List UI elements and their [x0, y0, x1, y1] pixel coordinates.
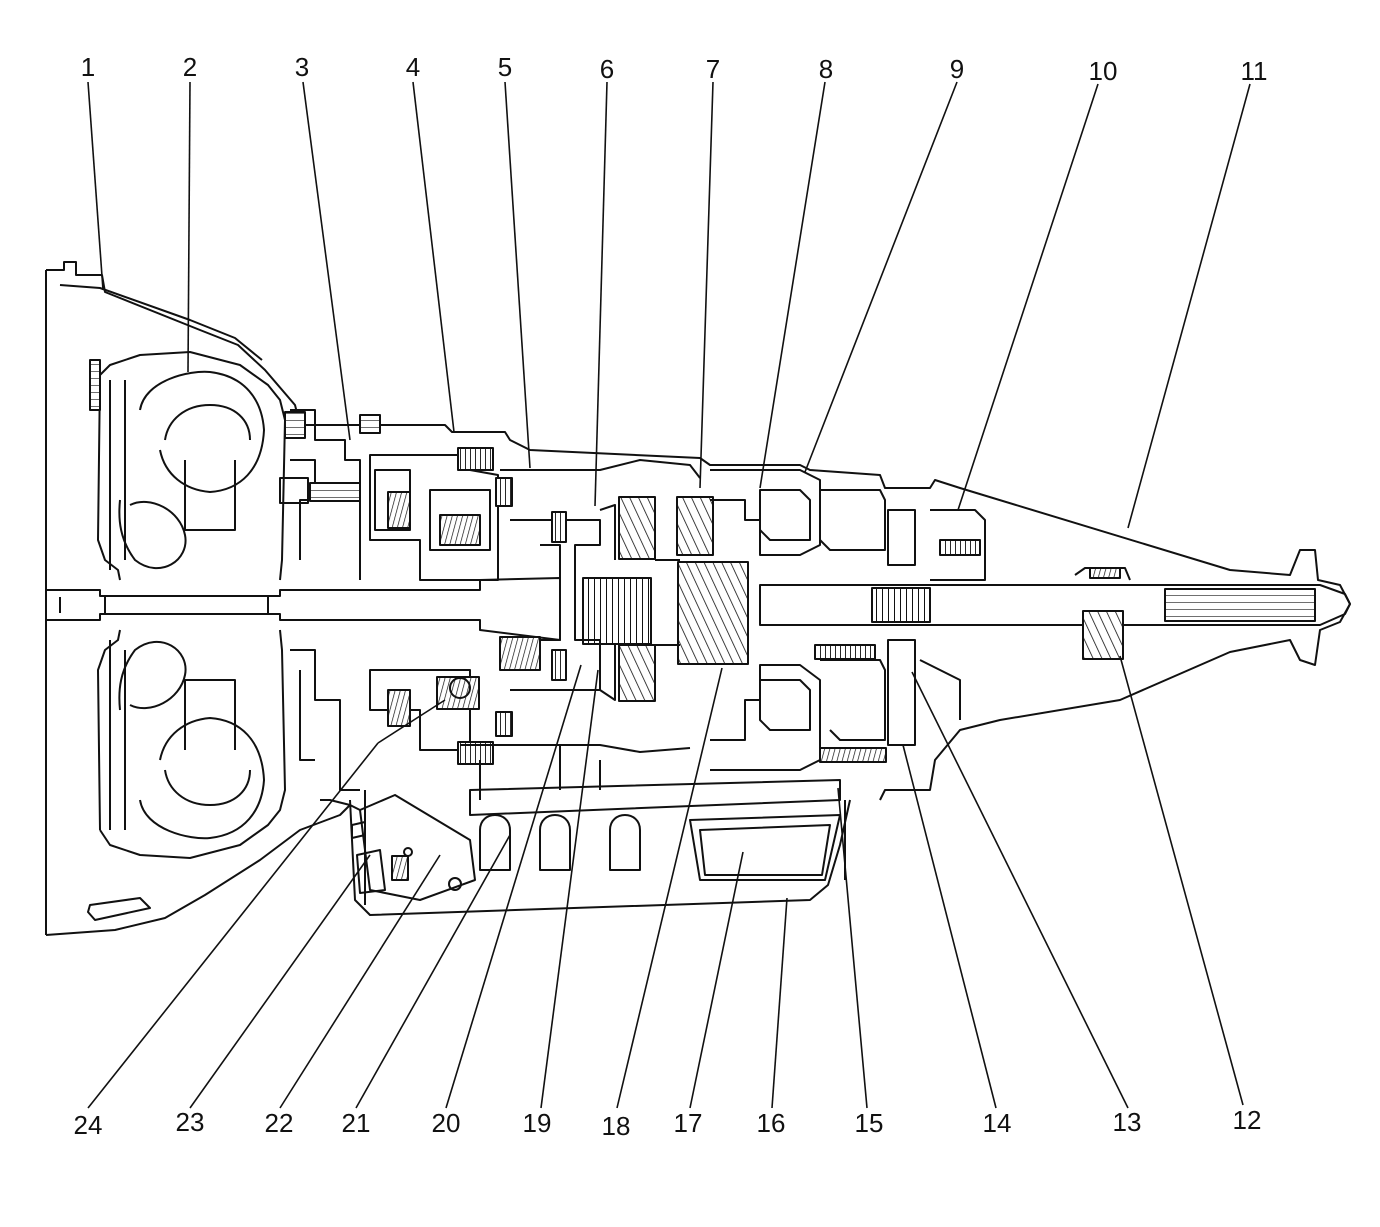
- input-shaft: [45, 577, 561, 641]
- callout-15: 15: [854, 1108, 884, 1138]
- callout-20: 20: [431, 1108, 461, 1138]
- callout-11: 11: [1240, 56, 1268, 86]
- leader-17: [689, 851, 744, 1109]
- callout-12: 12: [1232, 1105, 1262, 1135]
- rear-case-lower: [710, 664, 821, 771]
- callout-1: 1: [80, 52, 96, 82]
- case-inner-upper: [59, 284, 263, 361]
- callout-21: 21: [341, 1108, 371, 1138]
- callout-2: 2: [182, 52, 198, 82]
- callout-3: 3: [294, 52, 310, 82]
- leader-20: [445, 664, 582, 1109]
- callout-5: 5: [497, 52, 513, 82]
- clutch-spring-upper: [387, 491, 411, 529]
- rear-case-upper: [710, 469, 821, 556]
- converter-cover: [99, 351, 286, 581]
- leader-18: [616, 667, 723, 1109]
- leader-2: [187, 81, 191, 373]
- leader-11: [1127, 83, 1251, 529]
- callout-10: 10: [1088, 56, 1118, 86]
- leader-21: [355, 834, 511, 1109]
- speedo-gear: [1082, 610, 1124, 660]
- leader-9: [804, 81, 958, 473]
- converter-torus-upper: [139, 370, 265, 493]
- callout-4: 4: [405, 52, 421, 82]
- leader-1: [87, 81, 104, 291]
- front-planetary-sun: [582, 577, 652, 645]
- callout-17: 17: [673, 1108, 703, 1138]
- output-shaft: [759, 584, 1351, 626]
- output-shaft-splines: [1164, 588, 1316, 622]
- oil-pan: [349, 799, 851, 916]
- leader-6: [594, 81, 608, 507]
- callout-14: 14: [982, 1108, 1012, 1138]
- leader-4: [412, 81, 455, 433]
- clutch-spring-lower: [387, 689, 411, 727]
- leader-14: [902, 744, 997, 1109]
- leader-24: [87, 742, 379, 1109]
- leader-7: [699, 81, 714, 489]
- valve-body: [469, 779, 841, 816]
- manual-valve-bracket: [359, 794, 476, 901]
- callout-16: 16: [756, 1108, 786, 1138]
- callout-18: 18: [601, 1111, 631, 1141]
- filter: [699, 824, 831, 876]
- callout-19: 19: [522, 1108, 552, 1138]
- leader-19: [540, 669, 599, 1109]
- callout-23: 23: [175, 1107, 205, 1137]
- rear-planetary-ring: [677, 561, 749, 665]
- callout-9: 9: [949, 54, 965, 84]
- callout-13: 13: [1112, 1107, 1142, 1137]
- leader-8: [759, 81, 826, 489]
- callout-7: 7: [705, 54, 721, 84]
- leader-3: [302, 81, 351, 441]
- callout-24: 24: [73, 1110, 103, 1140]
- leader-23: [189, 854, 371, 1109]
- callout-22: 22: [264, 1108, 294, 1138]
- pump-body-upper: [290, 409, 361, 580]
- leader-13: [911, 671, 1129, 1109]
- leader-15: [837, 787, 868, 1109]
- leader-10: [957, 83, 1099, 511]
- callout-8: 8: [818, 54, 834, 84]
- converter-torus-lower: [139, 717, 265, 840]
- leader-22: [279, 854, 441, 1109]
- callout-6: 6: [599, 54, 615, 84]
- leader-5: [504, 81, 531, 469]
- leader-16: [771, 897, 788, 1109]
- leader-12: [1119, 655, 1244, 1106]
